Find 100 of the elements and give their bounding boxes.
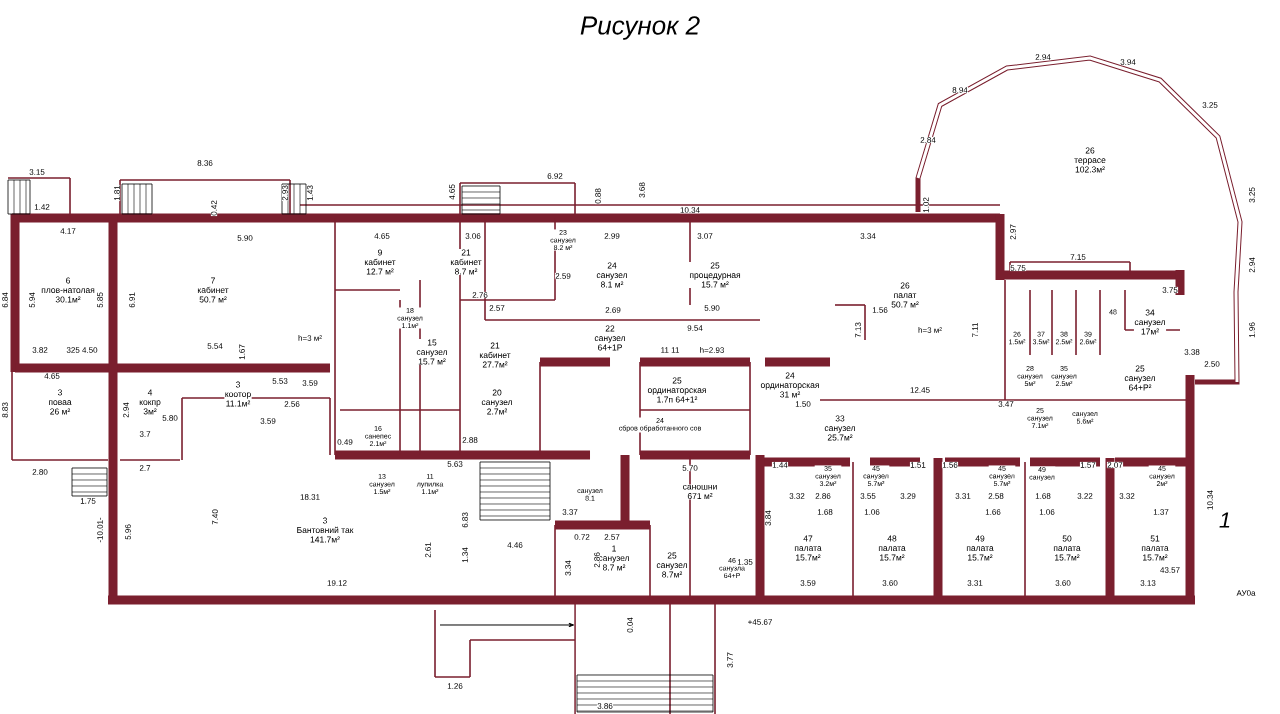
room-label: 6 плов-натолая 30.1м² (40, 277, 96, 303)
room-label: 25 ординаторская 1.7п 64+1² (647, 377, 707, 403)
dimension-label: 4.65 (448, 183, 456, 201)
dimension-label: 3.84 (764, 509, 772, 527)
dimension-label: 3.37 (561, 508, 579, 516)
dimension-label: 2.84 (919, 136, 937, 144)
room-label: 7 кабинет 50.7 м² (196, 277, 230, 303)
room-label: 21 кабинет 8.7 м² (449, 249, 483, 275)
room-label: 24 санузел 8.1 м² (595, 262, 629, 288)
dimension-label: 3.47 (997, 400, 1015, 408)
dimension-label: 2.93 (281, 184, 289, 202)
dimension-label: 3.75 (1161, 286, 1179, 294)
dimension-label: 1.81 (113, 184, 121, 202)
dimension-label: 325 4.50 (66, 346, 98, 354)
dimension-label: 3.15 (28, 168, 46, 176)
dimension-label: 3.94 (1119, 58, 1137, 66)
dimension-label: 3.68 (638, 181, 646, 199)
dimension-label: 6.83 (461, 511, 469, 529)
room-label: 3 коотор 11.1м² (224, 381, 252, 407)
dimension-label: 7.13 (854, 321, 862, 339)
dimension-label: 2.94 (1248, 256, 1256, 274)
dimension-label: 1.44 (771, 461, 789, 469)
dimension-label: 5.70 (681, 464, 699, 472)
dimension-label: 3.31 (966, 579, 984, 587)
dimension-label: 3.25 (1201, 101, 1219, 109)
room-label: 47 палата 15.7м² (793, 535, 823, 561)
dimension-label: 1.43 (306, 184, 314, 202)
dimension-label: 1.34 (461, 546, 469, 564)
dimension-label: 0.42 (210, 199, 218, 217)
dimension-label: 11 11 (660, 346, 680, 354)
dimension-label: 1.26 (446, 682, 464, 690)
room-label: 21 кабинет 27.7м² (478, 342, 512, 368)
dimension-label: 5.96 (124, 523, 132, 541)
dimension-label: 1.67 (238, 343, 246, 361)
dimension-label: 5.63 (446, 460, 464, 468)
dimension-label: 4.65 (373, 232, 391, 240)
dimension-label: 1.68 (816, 508, 834, 516)
room-label: 49 палата 15.7м² (965, 535, 995, 561)
dimension-label: 3.32 (1118, 492, 1136, 500)
dimension-label: 2.97 (1009, 223, 1017, 241)
dimension-label: +45.67 (747, 618, 773, 626)
dimension-label: 1.37 (1152, 508, 1170, 516)
dimension-label: 2.50 (1203, 360, 1221, 368)
dimension-label: 8.83 (1, 401, 9, 419)
dimension-label: 6.92 (546, 172, 564, 180)
dimension-label: 3.29 (899, 492, 917, 500)
dimension-label: 19.12 (326, 579, 348, 587)
handwritten-mark: 1 (1219, 512, 1230, 528)
dimension-label: 5.94 (28, 291, 36, 309)
dimension-label: h=3 м² (917, 326, 943, 334)
room-label: 24 ординаторская 31 м² (760, 372, 820, 398)
dimension-label: 8.36 (196, 159, 214, 167)
dimension-label: 5.54 (206, 342, 224, 350)
dimension-label: 7.11 (971, 322, 979, 338)
dimension-label: 6.91 (128, 291, 136, 309)
dimension-label: 2.59 (554, 272, 572, 280)
dimension-label: 3.77 (726, 651, 734, 669)
dimension-label: 7.40 (211, 508, 219, 526)
dimension-label: 2.57 (603, 533, 621, 541)
room-label: 15 санузел 15.7 м² (415, 339, 449, 365)
room-label: 48 палата 15.7м² (877, 535, 907, 561)
dimension-label: 1.50 (794, 400, 812, 408)
room-label: 50 палата 15.7м² (1052, 535, 1082, 561)
dimension-label: 0.04 (626, 616, 634, 634)
dimension-label: 1.56 (871, 306, 889, 314)
dimension-label: 4.46 (506, 541, 524, 549)
dimension-label: 3.13 (1139, 579, 1157, 587)
dimension-label: -10.01- (96, 517, 104, 543)
dimension-label: 7.15 (1069, 253, 1087, 261)
room-label: 33 санузел 25.7м² (823, 415, 857, 441)
dimension-label: 3.06 (464, 232, 482, 240)
dimension-label: 4.65 (43, 372, 61, 380)
dimension-label: АУ0а (1236, 589, 1256, 597)
room-label: 26 террасе 102.3м² (1073, 147, 1107, 173)
dimension-label: 5.80 (161, 414, 179, 422)
dimension-label: 3.86 (596, 702, 614, 710)
dimension-label: 3.59 (259, 417, 277, 425)
dimension-label: 10.34 (679, 206, 701, 214)
dimension-label: 1.57 (1079, 461, 1097, 469)
dimension-label: 2.94 (1034, 53, 1052, 61)
dimension-label: 0.49 (336, 438, 354, 446)
room-label: 3 Бантовний так 141.7м² (296, 517, 354, 543)
dimension-label: 2.7 (139, 464, 151, 472)
dimension-label: 5.85 (96, 291, 104, 309)
dimension-label: 1.02 (922, 196, 930, 214)
dimension-label: 1.56 (941, 461, 959, 469)
dimension-label: 3.32 (788, 492, 806, 500)
dimension-label: 1.75 (79, 497, 97, 505)
dimension-label: 0.88 (594, 187, 602, 205)
dimension-label: 4.17 (59, 227, 77, 235)
dimension-label: 10.34 (1206, 489, 1214, 511)
dimension-label: 3.38 (1183, 348, 1201, 356)
dimension-label: 3.31 (954, 492, 972, 500)
dimension-label: 2.94 (122, 401, 130, 419)
dimension-label: 43.57 (1159, 566, 1181, 574)
dimension-label: 3.55 (859, 492, 877, 500)
dimension-label: 2.56 (283, 400, 301, 408)
dimension-label: 5.53 (271, 377, 289, 385)
title: Рисунок 2 (580, 16, 700, 40)
dimension-label: 2.76 (471, 291, 489, 299)
